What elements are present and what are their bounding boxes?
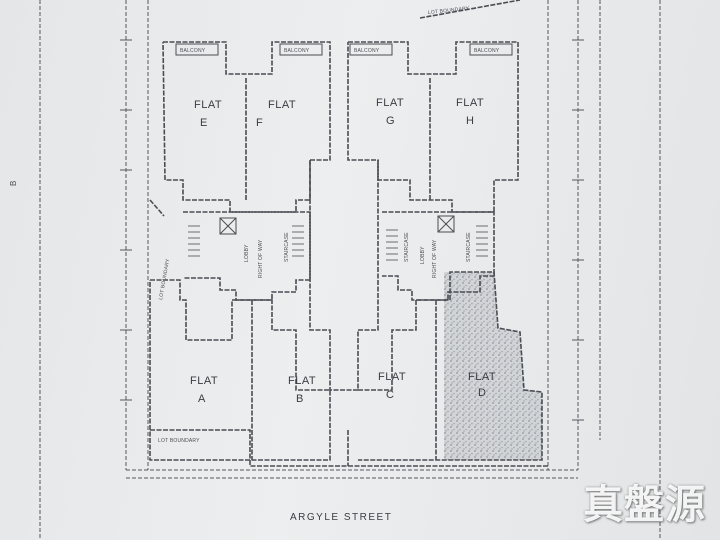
staircase-label: STAIRCASE [404,232,410,262]
stair-hatching [188,225,488,261]
balcony-label: BALCONY [474,48,500,54]
wall-lower-right-block [358,271,543,461]
flat-g-letter: G [386,115,395,127]
dimension-ticks [120,39,584,421]
shaded-area [444,272,542,460]
balcony-box [279,43,323,56]
right-of-way-label: RIGHT OF WAY [258,239,264,278]
flat-e-word: FLAT [194,99,222,111]
flat-d-word: FLAT [468,371,496,383]
frame-lines [39,0,661,540]
top-boundary-line [419,0,521,19]
watermark-logo: 真盤源 [583,482,706,528]
wall-upper-left-block [162,41,331,213]
lift-boxes [219,215,455,235]
street-label: ARGYLE STREET [290,512,392,523]
flat-e-letter: E [200,117,208,129]
right-of-way-label: RIGHT OF WAY [432,239,438,278]
top-boundary-label: LOT BOUNDARY [428,6,471,16]
flat-a-word: FLAT [190,375,218,387]
side-boundary-label: LOT BOUNDARY [158,258,171,301]
balcony-box [349,43,393,56]
flat-g-word: FLAT [376,97,404,109]
side-boundary-tick [149,199,165,217]
lobby-label: LOBBY [244,244,250,262]
flat-a-letter: A [198,393,206,405]
wall-left-core [183,211,311,301]
wall-central-well [309,160,379,391]
flat-b-word: FLAT [288,375,316,387]
balcony-box [469,43,513,56]
flat-c-letter: C [386,389,394,401]
wall-front-line [150,429,548,467]
flat-c-word: FLAT [378,371,406,383]
flat-h-word: FLAT [456,97,484,109]
balcony-label: BALCONY [354,48,380,54]
wall-upper-right-block [347,41,519,213]
wall-lower-left-block [149,279,331,461]
balconies [175,43,513,56]
balcony-label: BALCONY [180,48,206,54]
margin-mark: B [9,180,18,186]
building-walls [149,0,548,467]
flat-d-letter: D [478,387,486,399]
lobby-label: LOBBY [420,246,426,264]
balcony-label: BALCONY [284,48,310,54]
wall-right-core [382,211,495,301]
staircase-label: STAIRCASE [466,232,472,262]
flat-h-letter: H [466,115,474,127]
balcony-box [175,43,219,56]
bottom-boundary-label: LOT BOUNDARY [158,438,200,444]
flat-b-letter: B [296,393,304,405]
flat-f-letter: F [256,117,263,129]
flat-f-word: FLAT [268,99,296,111]
staircase-label: STAIRCASE [284,232,290,262]
